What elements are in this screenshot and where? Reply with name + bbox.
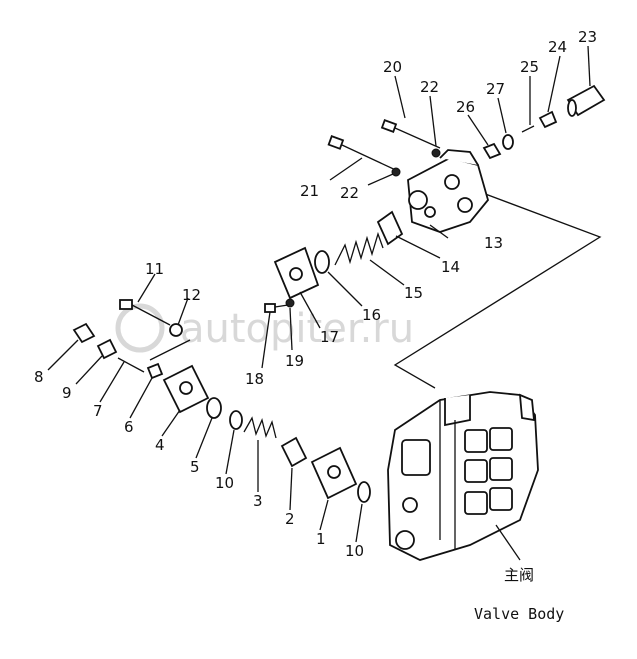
callout-27: 27: [486, 80, 505, 98]
nut-8: [72, 322, 96, 344]
callout-12: 12: [182, 286, 201, 304]
o-ring-10a: [229, 410, 243, 430]
callout-18: 18: [245, 370, 264, 388]
callout-17: 17: [320, 328, 339, 346]
callout-10b: 10: [345, 542, 364, 560]
washer-12: [169, 323, 183, 337]
valve-block-13: [407, 149, 489, 233]
callout-24: 24: [548, 38, 567, 56]
callout-10a: 10: [215, 474, 234, 492]
callout-9: 9: [62, 384, 72, 402]
connection-line: [393, 191, 602, 389]
seat-6: [146, 362, 164, 380]
main-valve-body: [387, 391, 539, 561]
callout-4: 4: [155, 436, 165, 454]
bolt-20: [380, 119, 441, 149]
ring-5: [206, 397, 222, 419]
spring-3: [243, 416, 277, 439]
pin-25: [521, 125, 535, 133]
callout-20: 20: [383, 58, 402, 76]
callout-2: 2: [285, 510, 295, 528]
nut-9: [96, 338, 118, 360]
guide-line-12: [149, 339, 191, 361]
callout-26: 26: [456, 98, 475, 116]
callout-21: 21: [300, 182, 319, 200]
callout-13: 13: [484, 234, 503, 252]
o-ring-27: [502, 134, 514, 150]
callout-22a: 22: [420, 78, 439, 96]
watermark: autopiter.ru: [115, 303, 414, 353]
callout-11: 11: [145, 260, 164, 278]
callout-14: 14: [441, 258, 460, 276]
callout-numbers: 1 2 3 4 5 6 7 8 9 10 10 11 12 13 14 15 1…: [34, 28, 597, 560]
callout-7: 7: [93, 402, 103, 420]
callout-16: 16: [362, 306, 381, 324]
o-ring-10b: [357, 481, 371, 503]
callout-23: 23: [578, 28, 597, 46]
plug-24: [538, 110, 558, 129]
main-valve-label: 主阀: [504, 566, 534, 584]
callout-5: 5: [190, 458, 200, 476]
callout-1: 1: [316, 530, 326, 548]
callout-8: 8: [34, 368, 44, 386]
washer-22b: [391, 167, 401, 177]
watermark-text: autopiter.ru: [180, 306, 414, 352]
callout-19: 19: [285, 352, 304, 370]
cover-17: [273, 246, 320, 300]
callout-22b: 22: [340, 184, 359, 202]
diagram-caption: Valve Body: [474, 605, 564, 623]
callout-6: 6: [124, 418, 134, 436]
washer-22a: [431, 148, 441, 158]
callout-3: 3: [253, 492, 263, 510]
fitting-23: [566, 84, 606, 117]
sleeve-14: [376, 210, 404, 246]
callout-15: 15: [404, 284, 423, 302]
bolt-11: [119, 299, 171, 326]
leader-lines: [47, 45, 591, 561]
callout-25: 25: [520, 58, 539, 76]
bolt-21: [327, 135, 401, 173]
o-ring-16: [314, 250, 330, 274]
cover-4: [162, 364, 210, 414]
plug-26: [482, 142, 502, 160]
spring-15: [334, 231, 384, 266]
screw-7: [117, 357, 145, 373]
cover-1: [310, 446, 358, 500]
sleeve-2: [280, 436, 308, 468]
washer-19: [285, 298, 295, 308]
